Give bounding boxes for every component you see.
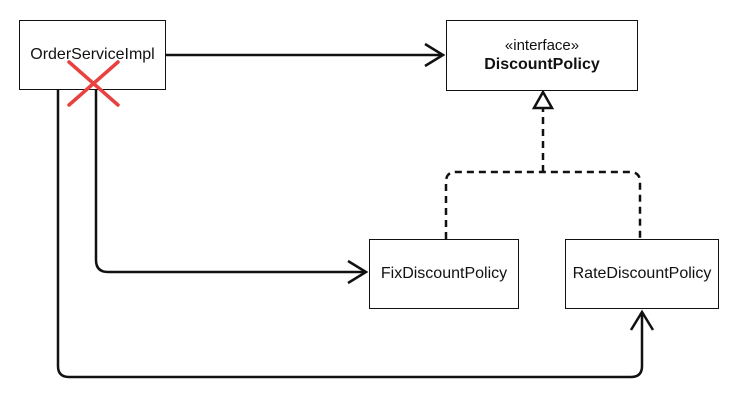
realization-connector: [444, 89, 642, 239]
discount-policy-name: DiscountPolicy: [484, 56, 600, 73]
fix-discount-policy-label: FixDiscountPolicy: [380, 265, 508, 282]
rate-discount-policy-label: RateDiscountPolicy: [572, 265, 712, 282]
order-service-impl-label: OrderServiceImpl: [30, 46, 155, 63]
hollow-triangle-icon: [531, 89, 555, 110]
discount-policy-interface-box: «interface» DiscountPolicy: [446, 20, 638, 91]
arrow-order-to-rate-policy: [56, 90, 655, 379]
arrow-order-to-fix-policy: [94, 90, 369, 285]
arrow-order-to-discount-policy: [166, 42, 446, 68]
order-service-impl-box: OrderServiceImpl: [19, 20, 166, 90]
fix-discount-policy-box: FixDiscountPolicy: [369, 239, 519, 309]
rate-discount-policy-box: RateDiscountPolicy: [565, 239, 719, 309]
interface-stereotype: «interface»: [504, 37, 580, 54]
